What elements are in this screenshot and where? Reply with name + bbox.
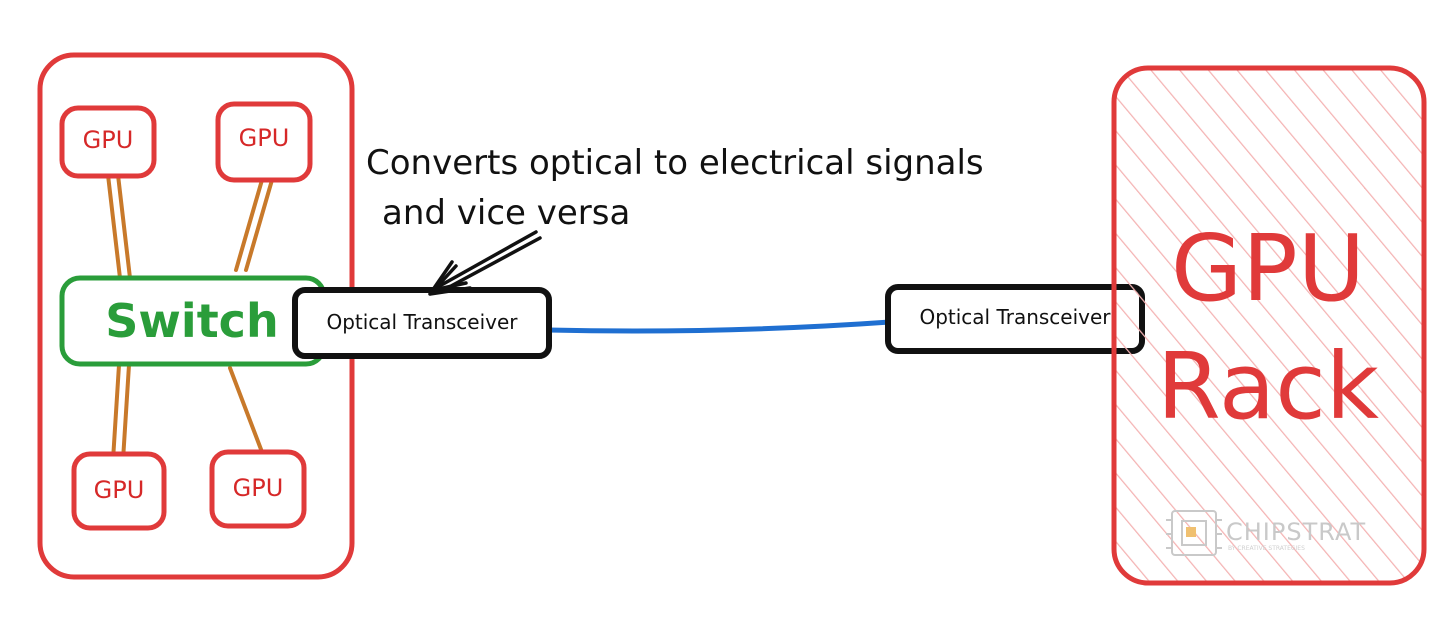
- gpu-label: GPU: [83, 126, 134, 154]
- gpu-node: GPU: [59, 105, 157, 179]
- annotation-line-1: Converts optical to electrical signals: [366, 143, 984, 183]
- rack-label-line-1: GPU: [1171, 215, 1365, 322]
- gpu-switch-links: [106, 173, 274, 462]
- watermark-tagline: BY CREATIVE STRATEGIES: [1228, 545, 1305, 552]
- watermark-text: CHIPSTRAT: [1226, 518, 1366, 546]
- annotation-line-2: and vice versa: [382, 193, 630, 233]
- gpu-label: GPU: [233, 474, 284, 502]
- gpu-label: GPU: [94, 476, 145, 504]
- gpu-node: GPU: [215, 101, 313, 183]
- gpu-rack: GPU Rack: [1111, 65, 1427, 586]
- gpu-label: GPU: [239, 124, 290, 152]
- switch-label: Switch: [105, 294, 278, 348]
- chipstrat-watermark: CHIPSTRAT BY CREATIVE STRATEGIES: [1166, 510, 1366, 556]
- annotation-arrow: [428, 230, 542, 296]
- gpu-node: GPU: [209, 449, 307, 529]
- gpu-node: GPU: [71, 451, 167, 531]
- transceiver-label-left: Optical Transceiver: [326, 310, 518, 334]
- transceiver-label-right: Optical Transceiver: [919, 305, 1111, 329]
- chip-logo-icon: [1166, 510, 1222, 556]
- fiber-link: [545, 319, 893, 334]
- rack-label-line-2: Rack: [1157, 333, 1380, 440]
- optical-transceiver-right: Optical Transceiver: [885, 284, 1145, 354]
- optical-transceiver-left: Optical Transceiver: [292, 287, 552, 359]
- switch-node: Switch: [59, 275, 327, 367]
